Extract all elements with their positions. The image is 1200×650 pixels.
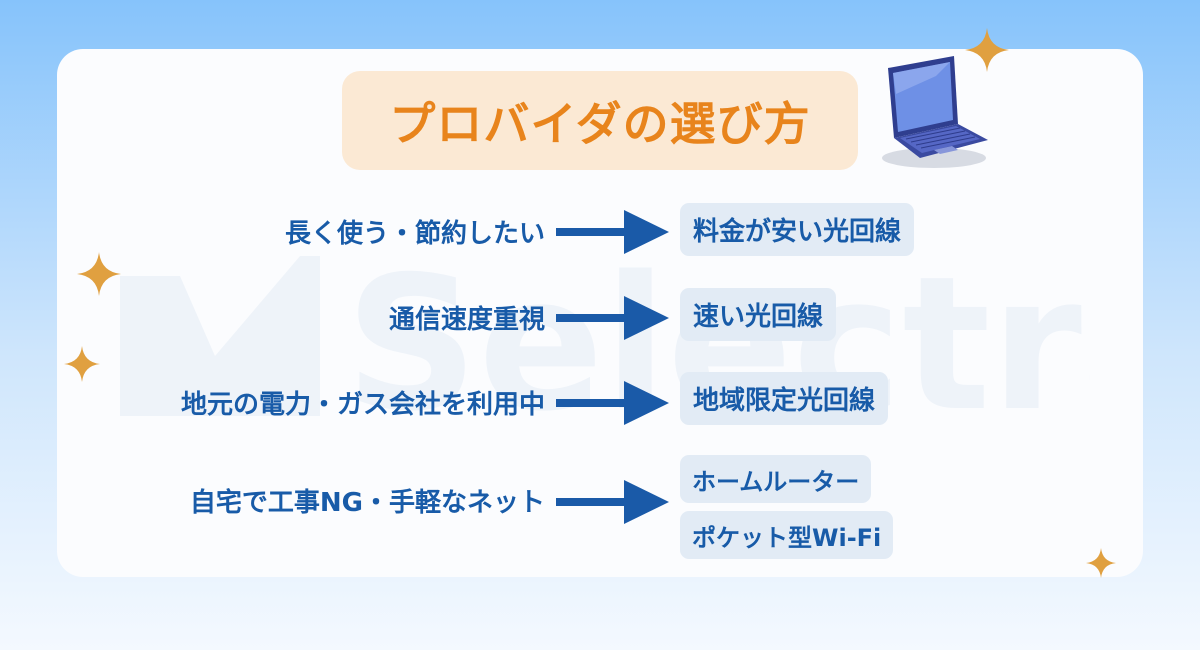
result-option: 地域限定光回線 <box>680 372 889 425</box>
sparkle-icon <box>77 252 121 296</box>
right-arrow-icon <box>556 210 669 254</box>
page-title: プロバイダの選び方 <box>389 96 811 151</box>
sparkle-icon <box>965 28 1009 72</box>
condition-label: 自宅で工事NG・手軽なネット <box>189 488 545 518</box>
right-arrow-icon <box>556 296 669 340</box>
condition-label: 地元の電力・ガス会社を利用中 <box>180 390 545 420</box>
sparkle-icon <box>64 346 100 382</box>
result-option: ポケット型Wi-Fi <box>680 511 894 559</box>
title-box: プロバイダの選び方 <box>342 71 858 170</box>
result-option: ホームルーター <box>680 455 872 503</box>
result-option: 速い光回線 <box>680 288 837 341</box>
condition-label: 通信速度重視 <box>388 305 545 335</box>
result-option: 料金が安い光回線 <box>680 203 915 256</box>
laptop-icon <box>882 56 988 168</box>
sparkle-icon <box>1086 548 1116 578</box>
right-arrow-icon <box>556 381 669 425</box>
condition-label: 長く使う・節約したい <box>284 219 545 249</box>
right-arrow-icon <box>556 480 669 524</box>
